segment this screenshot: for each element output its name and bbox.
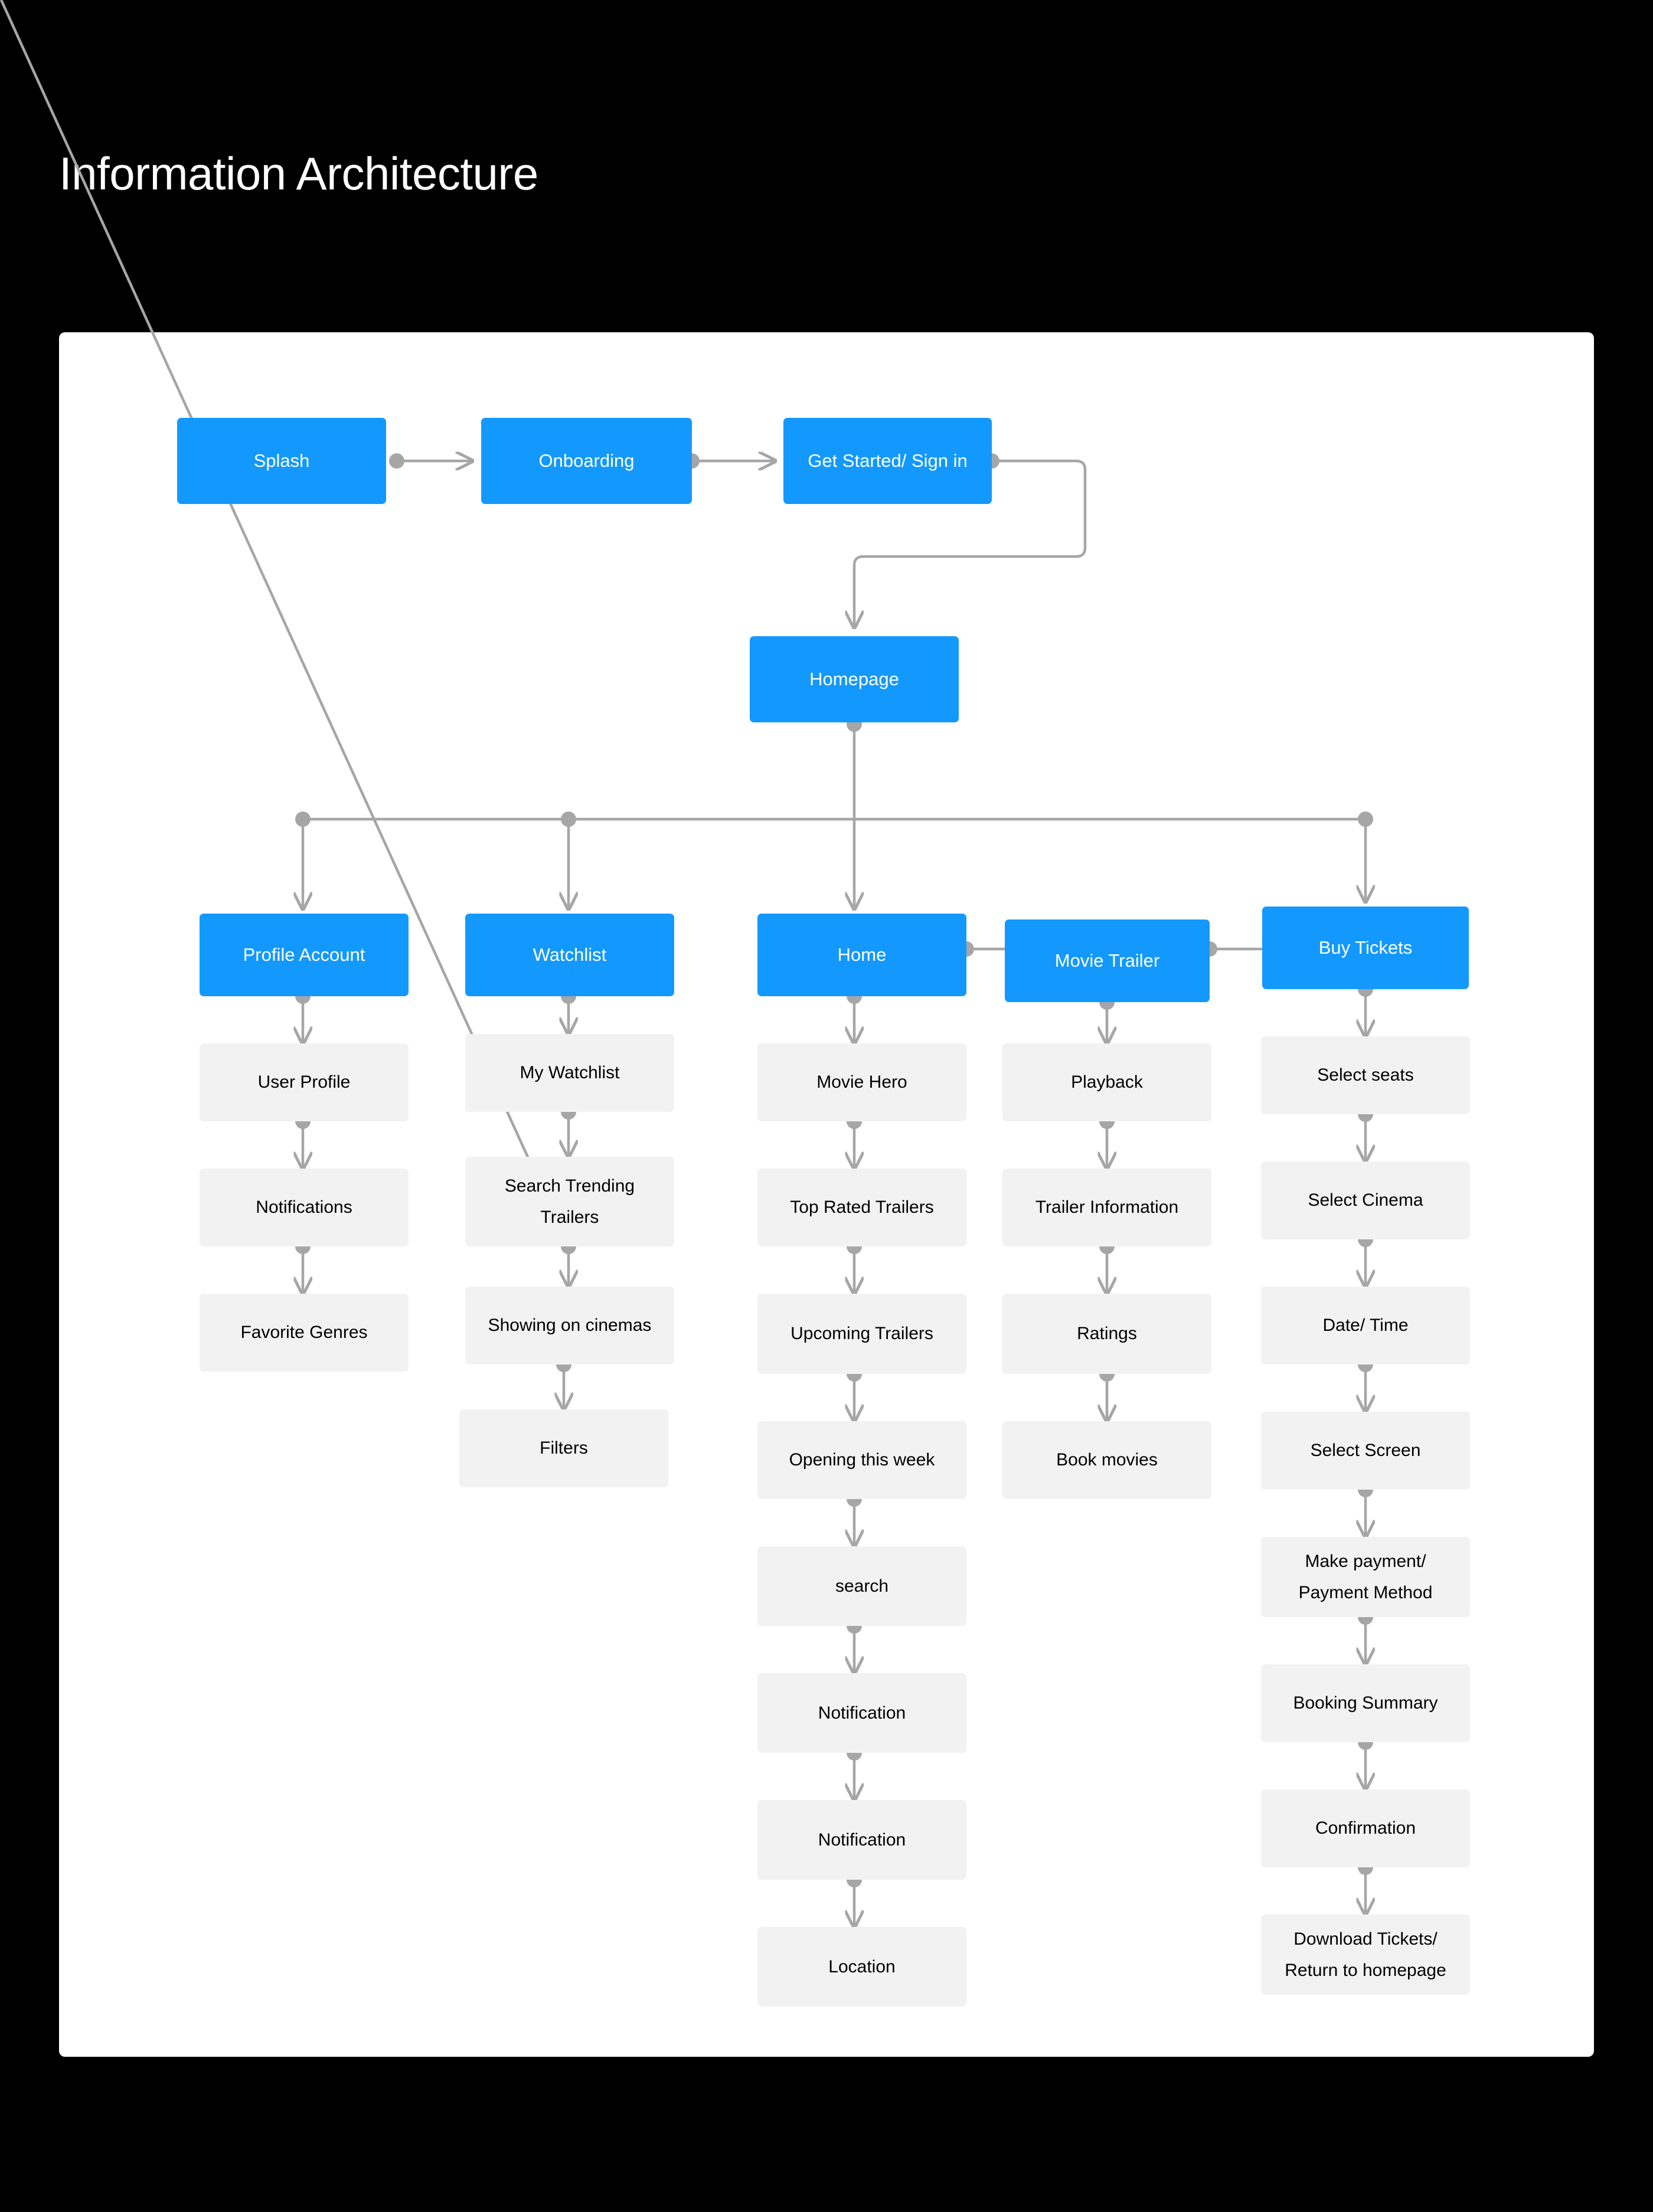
node-search-trending-trailers[interactable]: Search Trending Trailers <box>465 1157 674 1246</box>
node-label: Select Cinema <box>1308 1190 1423 1210</box>
node-trailer-information[interactable]: Trailer Information <box>1002 1169 1211 1246</box>
node-label: Notification <box>818 1830 906 1850</box>
node-notifications[interactable]: Notifications <box>200 1169 409 1246</box>
node-label: Booking Summary <box>1293 1693 1438 1713</box>
node-select-seats[interactable]: Select seats <box>1261 1036 1470 1114</box>
node-favorite-genres[interactable]: Favorite Genres <box>200 1294 409 1372</box>
node-label: Select seats <box>1317 1065 1414 1085</box>
node-buy-tickets[interactable]: Buy Tickets <box>1262 907 1469 989</box>
node-movie-hero[interactable]: Movie Hero <box>757 1043 966 1121</box>
node-select-screen[interactable]: Select Screen <box>1261 1412 1470 1490</box>
node-label: Search Trending Trailers <box>504 1176 635 1227</box>
node-label: Ratings <box>1077 1324 1137 1344</box>
node-filters[interactable]: Filters <box>459 1409 668 1487</box>
node-label: Opening this week <box>789 1450 935 1470</box>
node-label: Location <box>828 1956 896 1977</box>
node-label: Home <box>837 944 887 965</box>
node-date-time[interactable]: Date/ Time <box>1261 1287 1470 1364</box>
node-label: Date/ Time <box>1322 1316 1409 1336</box>
node-make-payment[interactable]: Make payment/ Payment Method <box>1261 1537 1470 1617</box>
node-user-profile[interactable]: User Profile <box>200 1043 409 1121</box>
node-label: Playback <box>1071 1072 1143 1092</box>
node-search[interactable]: search <box>757 1546 966 1626</box>
node-select-cinema[interactable]: Select Cinema <box>1261 1161 1470 1239</box>
node-label: Splash <box>253 450 310 471</box>
node-label: Onboarding <box>538 450 635 471</box>
node-label: Buy Tickets <box>1318 937 1413 958</box>
node-label: User Profile <box>257 1072 351 1092</box>
node-label: Movie Hero <box>816 1072 907 1092</box>
node-movie-trailer[interactable]: Movie Trailer <box>1005 920 1210 1002</box>
node-label: Watchlist <box>533 944 607 965</box>
node-label: Notification <box>818 1703 906 1723</box>
node-splash[interactable]: Splash <box>177 418 386 504</box>
node-top-rated-trailers[interactable]: Top Rated Trailers <box>757 1169 966 1246</box>
node-showing-on-cinemas[interactable]: Showing on cinemas <box>465 1287 674 1364</box>
node-label: Homepage <box>809 668 899 689</box>
node-label: Notifications <box>256 1197 352 1218</box>
node-label: Showing on cinemas <box>488 1316 652 1336</box>
node-my-watchlist[interactable]: My Watchlist <box>465 1034 674 1112</box>
node-label: Top Rated Trailers <box>790 1197 934 1218</box>
node-notification-1[interactable]: Notification <box>757 1673 966 1753</box>
node-homepage[interactable]: Homepage <box>750 636 959 722</box>
node-label: Profile Account <box>243 944 365 965</box>
node-label: Trailer Information <box>1035 1197 1179 1218</box>
node-label: Get Started/ Sign in <box>808 450 968 471</box>
node-upcoming-trailers[interactable]: Upcoming Trailers <box>757 1294 966 1374</box>
node-notification-2[interactable]: Notification <box>757 1800 966 1880</box>
node-watchlist[interactable]: Watchlist <box>465 914 674 996</box>
node-get-started-sign-in[interactable]: Get Started/ Sign in <box>783 418 992 504</box>
node-label: Upcoming Trailers <box>790 1324 933 1344</box>
node-location[interactable]: Location <box>757 1927 966 2007</box>
node-label: Make payment/ Payment Method <box>1298 1551 1433 1602</box>
node-book-movies[interactable]: Book movies <box>1002 1421 1211 1499</box>
node-playback[interactable]: Playback <box>1002 1043 1211 1121</box>
node-ratings[interactable]: Ratings <box>1002 1294 1211 1374</box>
node-label: Filters <box>540 1438 588 1458</box>
node-label: Favorite Genres <box>240 1323 368 1343</box>
page-title: Information Architecture <box>59 148 538 199</box>
node-download-tickets[interactable]: Download Tickets/ Return to homepage <box>1261 1915 1470 1995</box>
node-label: Movie Trailer <box>1054 950 1160 971</box>
node-label: Confirmation <box>1315 1818 1416 1838</box>
node-label: Book movies <box>1056 1450 1158 1470</box>
node-profile-account[interactable]: Profile Account <box>200 914 409 996</box>
node-home[interactable]: Home <box>757 914 966 996</box>
node-label: Select Screen <box>1310 1441 1421 1461</box>
node-booking-summary[interactable]: Booking Summary <box>1261 1664 1470 1742</box>
node-confirmation[interactable]: Confirmation <box>1261 1789 1470 1867</box>
node-onboarding[interactable]: Onboarding <box>481 418 692 504</box>
node-label: search <box>835 1576 889 1596</box>
node-label: My Watchlist <box>520 1063 620 1083</box>
node-opening-this-week[interactable]: Opening this week <box>757 1421 966 1499</box>
node-label: Download Tickets/ Return to homepage <box>1285 1929 1446 1980</box>
